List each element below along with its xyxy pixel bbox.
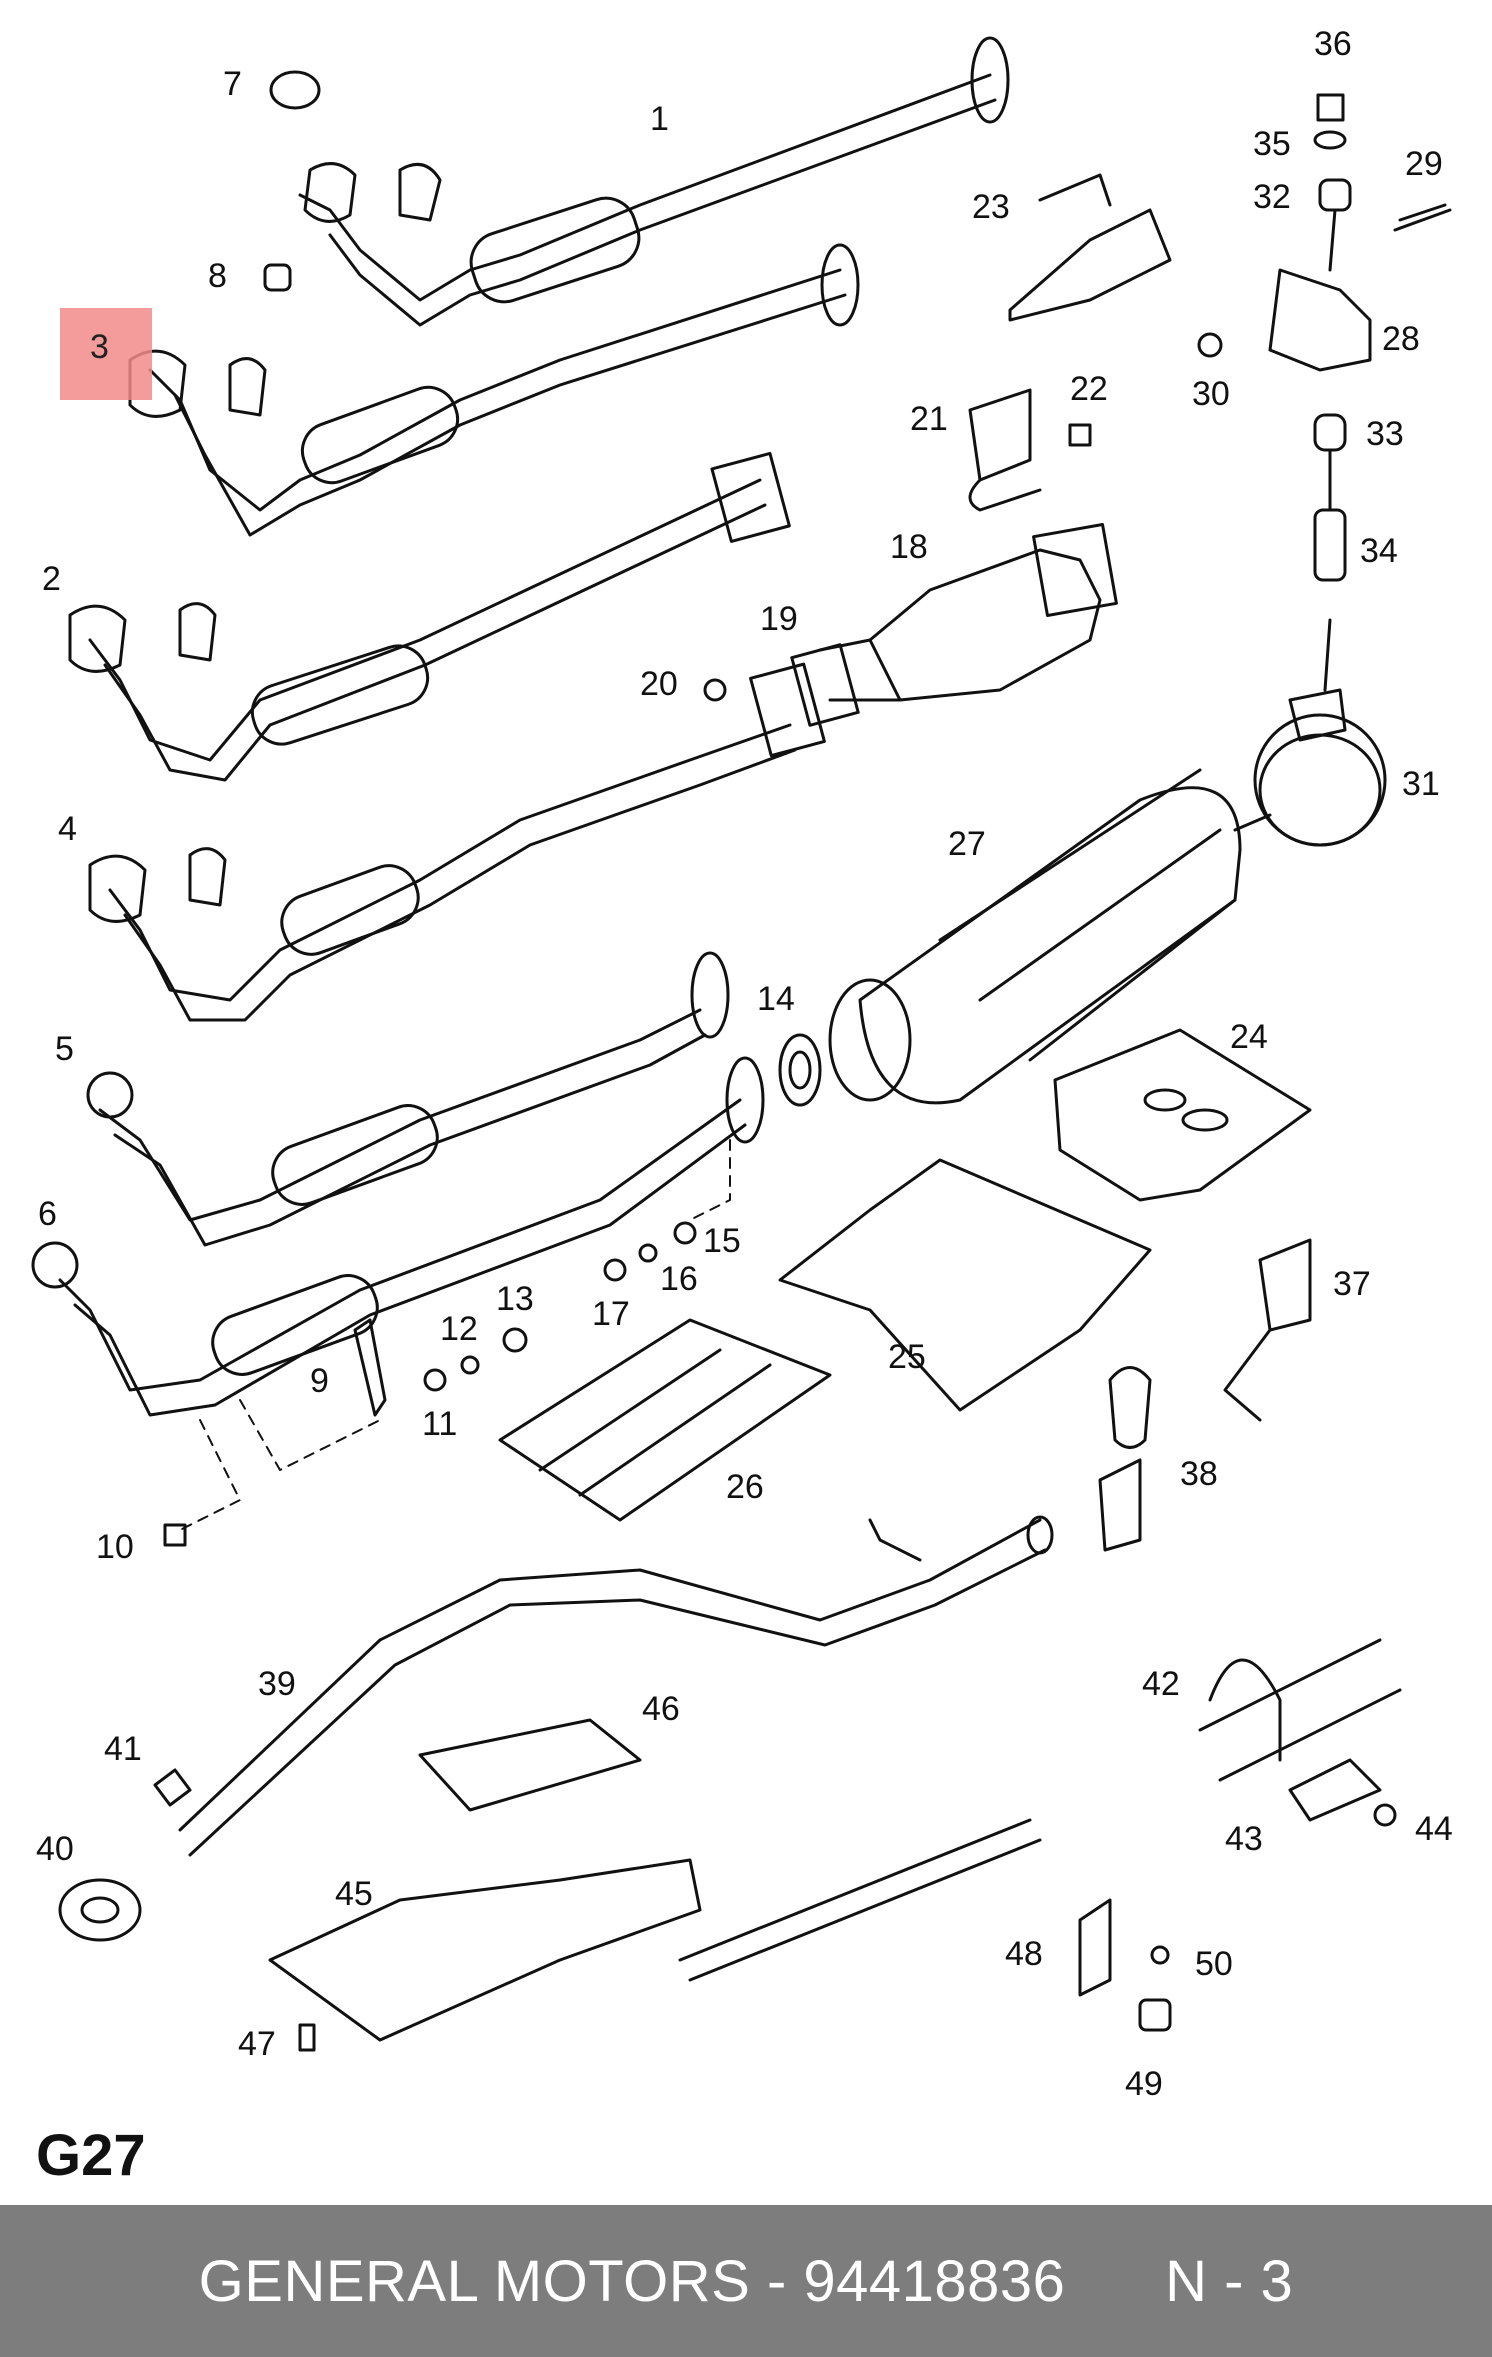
callout-46: 46	[642, 1690, 680, 1728]
callout-22: 22	[1070, 370, 1108, 408]
callout-7: 7	[223, 65, 242, 103]
diagram-canvas: 1 2 4 5 6 7 8 9 10 11 12 13 14 15 16 17 …	[31, 25, 1453, 2103]
callout-15: 15	[703, 1222, 741, 1260]
callout-42: 42	[1142, 1665, 1180, 1703]
pipe-assembly-4	[88, 662, 826, 1022]
highlight-callout-3: 3	[90, 328, 109, 366]
callout-16: 16	[660, 1260, 698, 1298]
catalytic-converter	[818, 523, 1118, 702]
callout-43: 43	[1225, 1820, 1263, 1858]
callout-9: 9	[310, 1362, 329, 1400]
callout-36: 36	[1314, 25, 1352, 63]
u-bolt-clamp	[1198, 1638, 1402, 1827]
callout-28: 28	[1382, 320, 1420, 358]
callout-17: 17	[592, 1295, 630, 1333]
callout-35: 35	[1253, 125, 1291, 163]
footer-position: N - 3	[1165, 2248, 1294, 2314]
callout-41: 41	[104, 1730, 142, 1768]
callout-39: 39	[258, 1665, 296, 1703]
pipe-assembly-2	[68, 451, 791, 782]
callout-49: 49	[1125, 2065, 1163, 2103]
callout-1: 1	[650, 100, 669, 138]
callout-47: 47	[238, 2025, 276, 2063]
callout-50: 50	[1195, 1945, 1233, 1983]
clamp-band	[1253, 688, 1387, 847]
callout-31: 31	[1402, 765, 1440, 803]
callout-32: 32	[1253, 178, 1291, 216]
hanger-bracket	[1197, 93, 1452, 692]
tailpipe	[178, 1515, 1054, 1857]
rear-muffler	[828, 768, 1272, 1105]
pipe-assembly-1	[298, 36, 1010, 327]
callout-12: 12	[440, 1310, 478, 1348]
callout-labels: 1 2 4 5 6 7 8 9 10 11 12 13 14 15 16 17 …	[36, 25, 1453, 2103]
callout-19: 19	[760, 600, 798, 638]
callout-37: 37	[1333, 1265, 1371, 1303]
callout-2: 2	[42, 560, 61, 598]
footer-bar: GENERAL MOTORS - 94418836 N - 3	[0, 2205, 1492, 2357]
callout-20: 20	[640, 665, 678, 703]
callout-23: 23	[972, 188, 1010, 226]
callout-25: 25	[888, 1338, 926, 1376]
callout-21: 21	[910, 400, 948, 438]
small-hardware	[163, 70, 727, 1547]
callout-33: 33	[1366, 415, 1404, 453]
heat-shield-46	[418, 1718, 642, 1812]
callout-8: 8	[208, 257, 227, 295]
heat-shield-25	[778, 1158, 1152, 1412]
callout-11: 11	[422, 1405, 457, 1443]
bracket-37	[1223, 1238, 1312, 1422]
callout-24: 24	[1230, 1018, 1268, 1056]
callout-45: 45	[335, 1875, 373, 1913]
callout-29: 29	[1405, 145, 1443, 183]
callout-38: 38	[1180, 1455, 1218, 1493]
bracket-48	[298, 1818, 1172, 2052]
page-code: G27	[36, 2123, 146, 2188]
heat-shield-45	[268, 1858, 702, 2042]
callout-30: 30	[1192, 375, 1230, 413]
leader-lines	[179, 1139, 731, 1531]
callout-5: 5	[55, 1030, 74, 1068]
callout-44: 44	[1415, 1810, 1453, 1848]
callout-4: 4	[58, 810, 77, 848]
callout-14: 14	[757, 980, 795, 1018]
callout-48: 48	[1005, 1935, 1043, 1973]
bracket-38	[1098, 1366, 1152, 1552]
callout-26: 26	[726, 1468, 764, 1506]
callout-18: 18	[890, 528, 928, 566]
rubber-mount	[58, 1768, 192, 1942]
gaskets	[778, 643, 860, 1107]
footer-brand: GENERAL MOTORS	[198, 2248, 751, 2314]
callout-27: 27	[948, 825, 986, 863]
highlight-marker	[60, 308, 152, 400]
callout-6: 6	[38, 1195, 57, 1233]
callout-40: 40	[36, 1830, 74, 1868]
footer-part-number: 94418836	[803, 2248, 1066, 2314]
bracket-21	[968, 388, 1092, 512]
footer-gap	[1065, 2248, 1165, 2315]
exhaust-system-diagram: 1 2 4 5 6 7 8 9 10 11 12 13 14 15 16 17 …	[31, 25, 1453, 2103]
pipe-assembly-6	[31, 1056, 765, 1417]
heat-shield-26	[498, 1318, 832, 1522]
heat-shield-24	[1053, 1028, 1312, 1202]
callout-10: 10	[96, 1528, 134, 1566]
bracket-23	[1008, 173, 1172, 322]
pipe-assembly-5	[86, 951, 730, 1247]
callout-13: 13	[496, 1280, 534, 1318]
callout-34: 34	[1360, 532, 1398, 570]
footer-separator: -	[750, 2248, 804, 2314]
